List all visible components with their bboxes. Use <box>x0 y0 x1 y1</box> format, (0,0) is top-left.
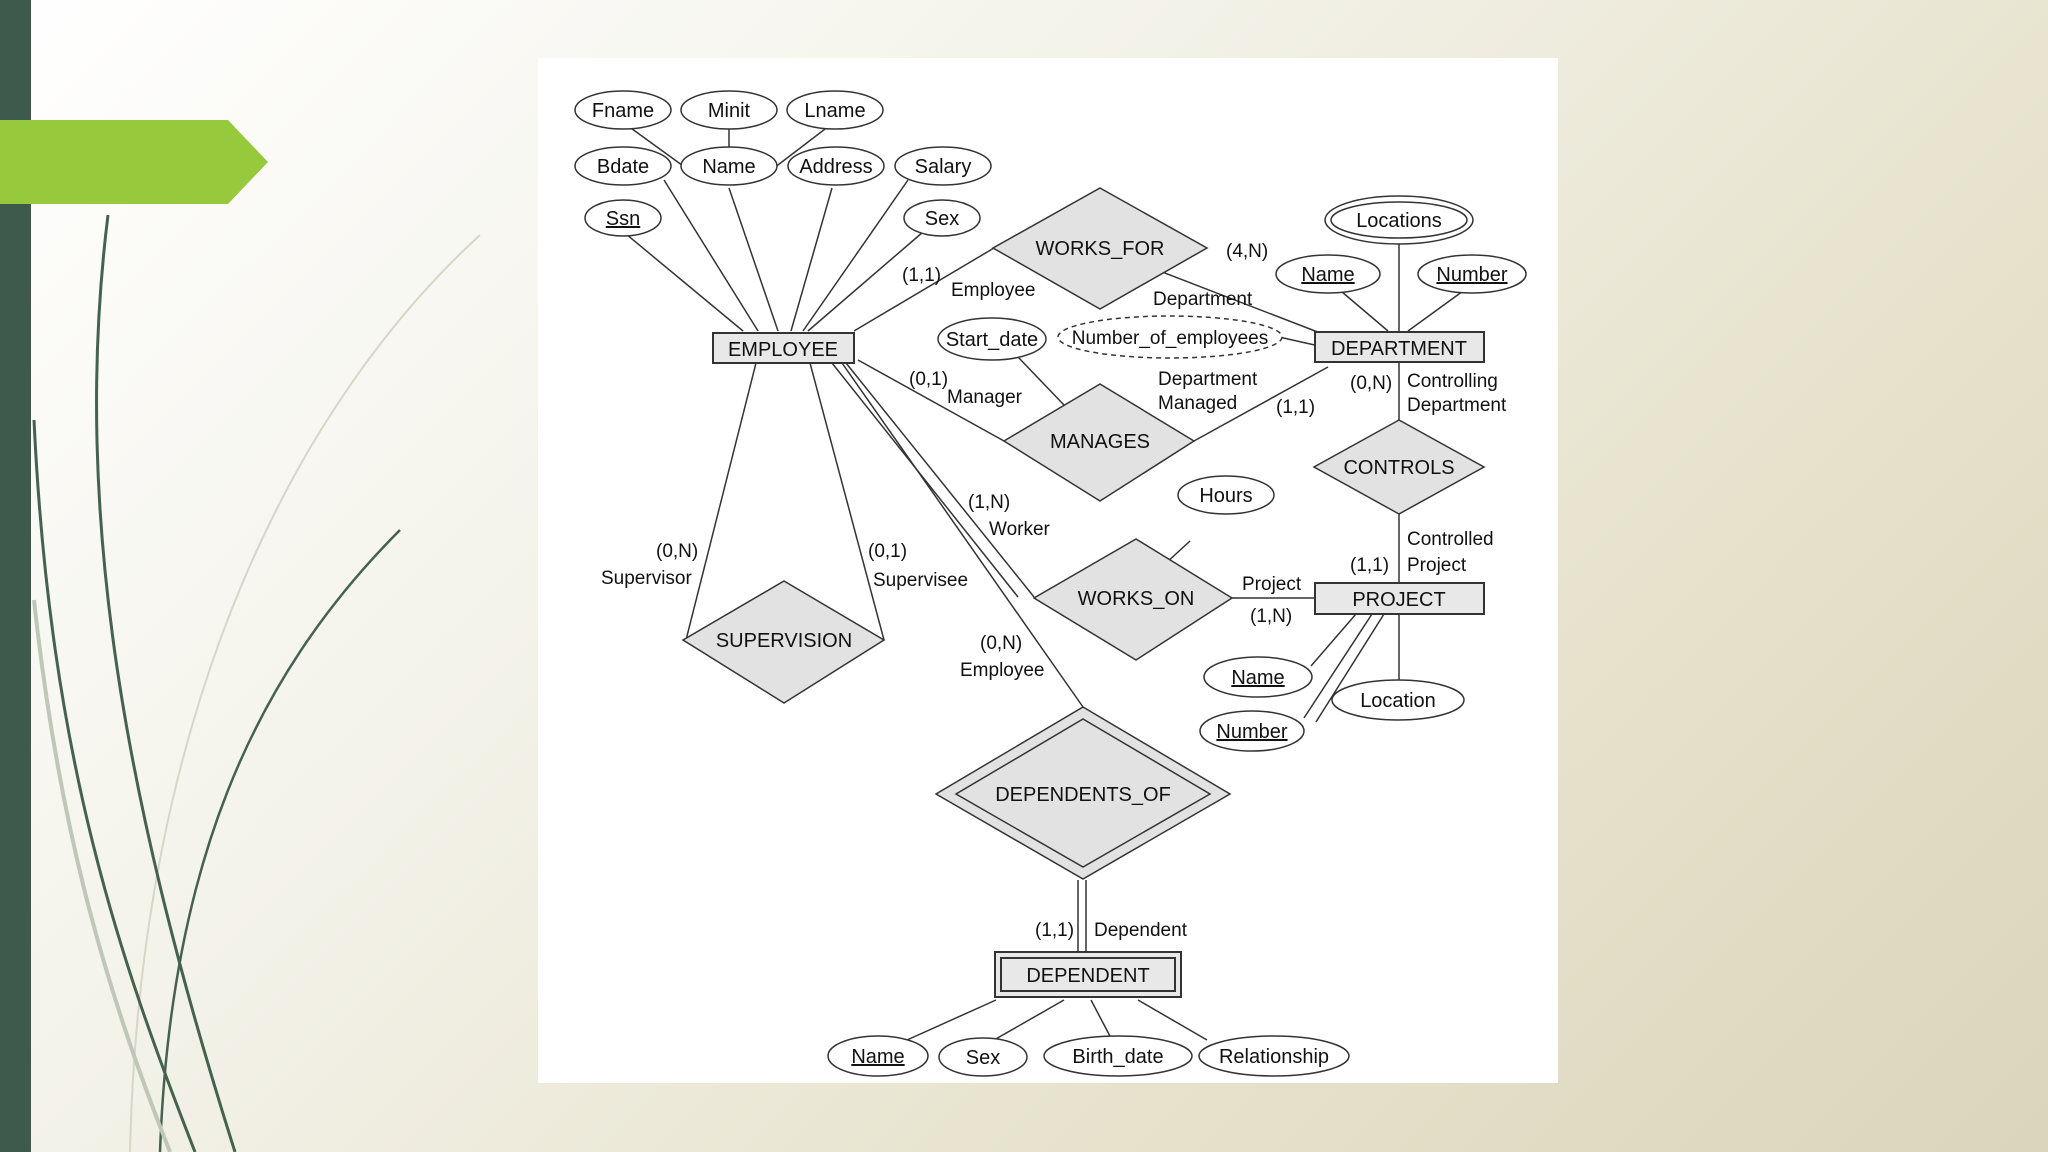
svg-text:PROJECT: PROJECT <box>1352 589 1445 611</box>
label-works-on-card-worker: (1,N) <box>968 492 1010 513</box>
svg-text:Number: Number <box>1436 264 1507 286</box>
relationship-works-on: WORKS_ON <box>1032 538 1234 661</box>
entity-department: DEPARTMENT <box>1314 331 1485 363</box>
label-dependents-of-card-employee: (0,N) <box>980 633 1022 654</box>
relationship-supervision: SUPERVISION <box>681 580 886 704</box>
svg-text:CONTROLS: CONTROLS <box>1343 457 1454 479</box>
attr-project-number-key: Number <box>1199 710 1305 752</box>
attr-dependent-birth-date: Birth_date <box>1043 1035 1193 1077</box>
svg-text:Name: Name <box>851 1046 904 1068</box>
attr-salary: Salary <box>894 146 992 186</box>
attr-hours: Hours <box>1177 475 1275 515</box>
svg-text:Salary: Salary <box>915 156 972 178</box>
svg-text:Location: Location <box>1360 690 1436 712</box>
attr-project-name-key: Name <box>1203 656 1313 698</box>
svg-text:Sex: Sex <box>966 1047 1000 1069</box>
attr-name-composite: Name <box>680 146 778 186</box>
svg-text:Name: Name <box>702 156 755 178</box>
label-dependents-of-role-dependent: Dependent <box>1094 920 1188 941</box>
label-supervision-role-supervisor: Supervisor <box>601 568 692 589</box>
svg-text:Ssn: Ssn <box>606 208 640 230</box>
attr-address: Address <box>787 146 885 186</box>
svg-text:DEPARTMENT: DEPARTMENT <box>1331 338 1467 360</box>
svg-text:Name: Name <box>1301 264 1354 286</box>
svg-text:Number_of_employees: Number_of_employees <box>1072 328 1268 349</box>
green-arrow-shape <box>0 120 268 204</box>
label-manages-card-department: (1,1) <box>1276 397 1315 418</box>
label-supervision-card-supervisor: (0,N) <box>656 541 698 562</box>
label-controls-role-project-2: Project <box>1407 555 1467 576</box>
svg-text:DEPENDENTS_OF: DEPENDENTS_OF <box>995 784 1171 806</box>
svg-text:Sex: Sex <box>925 208 959 230</box>
attr-dependent-relationship: Relationship <box>1198 1035 1350 1077</box>
svg-text:Lname: Lname <box>804 100 865 122</box>
label-works-for-card-employee: (1,1) <box>902 265 941 286</box>
svg-text:Start_date: Start_date <box>946 329 1038 351</box>
attr-project-location: Location <box>1331 679 1465 721</box>
label-controls-role-department-2: Department <box>1407 395 1507 416</box>
svg-text:MANAGES: MANAGES <box>1050 431 1150 453</box>
label-manages-role-manager: Manager <box>947 387 1023 408</box>
entity-employee: EMPLOYEE <box>712 332 855 364</box>
attr-fname: Fname <box>574 90 672 130</box>
label-works-for-role-employee: Employee <box>951 280 1036 301</box>
svg-text:SUPERVISION: SUPERVISION <box>716 630 852 652</box>
svg-text:Birth_date: Birth_date <box>1072 1046 1163 1068</box>
svg-text:EMPLOYEE: EMPLOYEE <box>728 339 838 361</box>
er-diagram-panel: Fname Minit Lname Bdate Name Address <box>538 58 1558 1083</box>
relationship-manages: MANAGES <box>1002 383 1196 502</box>
entity-dependent-weak: DEPENDENT <box>994 951 1182 998</box>
attr-start-date: Start_date <box>937 317 1047 361</box>
label-controls-role-department-1: Controlling <box>1407 371 1498 392</box>
label-works-for-card-department: (4,N) <box>1226 241 1268 262</box>
label-works-on-role-worker: Worker <box>989 519 1051 540</box>
entity-project: PROJECT <box>1314 582 1485 615</box>
svg-text:Minit: Minit <box>708 100 751 122</box>
attr-dependent-sex: Sex <box>938 1037 1028 1077</box>
svg-text:WORKS_FOR: WORKS_FOR <box>1036 238 1165 260</box>
label-dependents-of-card-dependent: (1,1) <box>1035 920 1074 941</box>
svg-text:Bdate: Bdate <box>597 156 649 178</box>
attr-lname: Lname <box>786 90 884 130</box>
relationship-controls: CONTROLS <box>1312 419 1486 515</box>
er-diagram: Fname Minit Lname Bdate Name Address <box>574 90 1527 1077</box>
label-manages-role-department-1: Department <box>1158 369 1258 390</box>
label-works-on-role-project: Project <box>1242 574 1302 595</box>
attr-bdate: Bdate <box>574 146 672 186</box>
relationship-dependents-of-identifying: DEPENDENTS_OF <box>934 706 1232 880</box>
label-controls-card-project: (1,1) <box>1350 555 1389 576</box>
svg-text:Locations: Locations <box>1356 210 1442 232</box>
attr-department-name-key: Name <box>1275 254 1381 294</box>
attr-locations-multivalued: Locations <box>1324 195 1474 245</box>
svg-text:Name: Name <box>1231 667 1284 689</box>
svg-text:DEPENDENT: DEPENDENT <box>1026 965 1149 987</box>
label-works-for-role-department: Department <box>1153 289 1253 310</box>
label-controls-role-project-1: Controlled <box>1407 529 1494 550</box>
attr-ssn-key: Ssn <box>584 199 662 237</box>
label-supervision-role-supervisee: Supervisee <box>873 570 968 591</box>
label-supervision-card-supervisee: (0,1) <box>868 541 907 562</box>
label-manages-card-manager: (0,1) <box>909 369 948 390</box>
attr-minit: Minit <box>680 90 778 130</box>
svg-text:WORKS_ON: WORKS_ON <box>1078 588 1195 610</box>
label-works-on-card-project: (1,N) <box>1250 606 1292 627</box>
attr-number-of-employees-derived: Number_of_employees <box>1057 315 1283 359</box>
svg-text:Relationship: Relationship <box>1219 1046 1329 1068</box>
attr-dependent-name-partial-key: Name <box>827 1035 929 1077</box>
label-manages-role-department-2: Managed <box>1158 393 1237 414</box>
svg-text:Fname: Fname <box>592 100 654 122</box>
attr-department-number-key: Number <box>1417 254 1527 294</box>
attr-sex: Sex <box>903 199 981 237</box>
relationship-works-for: WORKS_FOR <box>991 187 1209 310</box>
svg-text:Hours: Hours <box>1199 485 1252 507</box>
label-controls-card-department: (0,N) <box>1350 373 1392 394</box>
label-dependents-of-role-employee: Employee <box>960 660 1045 681</box>
svg-text:Number: Number <box>1216 721 1287 743</box>
svg-text:Address: Address <box>799 156 872 178</box>
